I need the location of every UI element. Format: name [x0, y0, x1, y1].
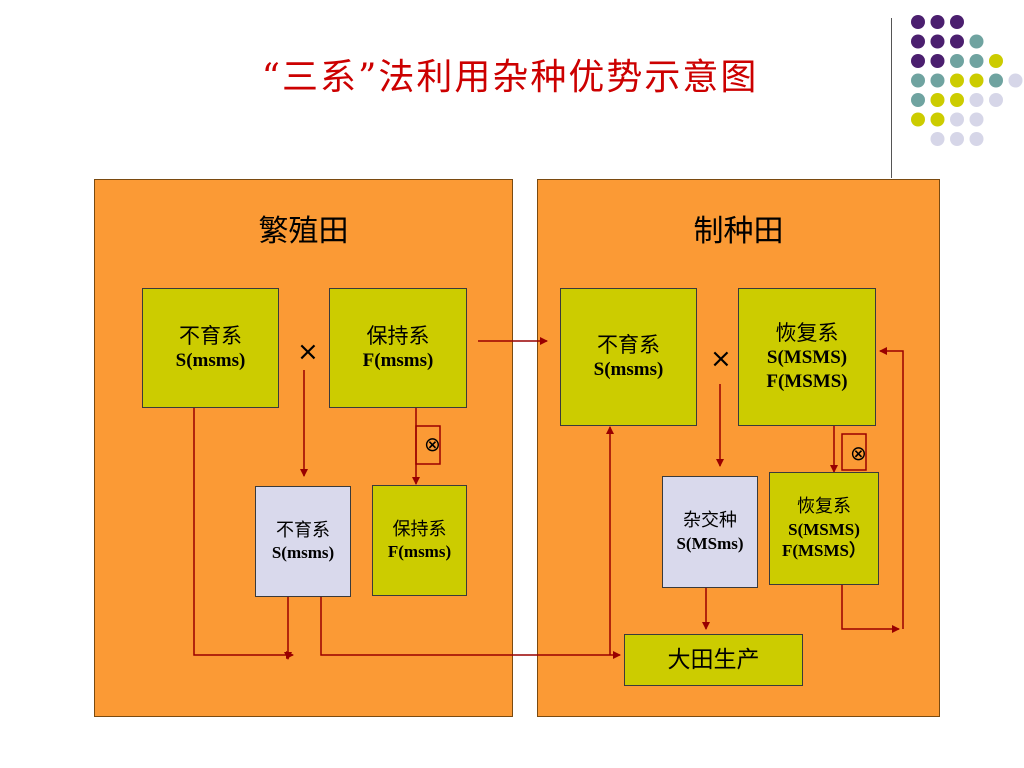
seed-hybrid-box: 杂交种 S(MSms) — [662, 476, 758, 588]
breeding-maintainer-parent-box: 保持系 F(msms) — [329, 288, 467, 408]
seed-field-panel: 制种田 — [537, 179, 940, 717]
box-genotype: S(msms) — [175, 350, 246, 372]
cross-symbol-breeding: × — [297, 337, 319, 367]
selfing-box-breeding — [415, 425, 441, 465]
box-name: 杂交种 — [683, 510, 737, 532]
page-title: “三系”法利用杂种优势示意图 — [261, 57, 759, 98]
box-genotype-2: F(MSMS) — [766, 371, 848, 393]
arrow-to-production — [320, 597, 621, 659]
breeding-maintainer-offspring-box: 保持系 F(msms) — [372, 485, 467, 596]
seed-field-title: 制种田 — [693, 214, 784, 249]
breeding-sterile-parent-box: 不育系 S(msms) — [142, 288, 279, 408]
selfing-symbol-breeding: ⊗ — [424, 432, 441, 456]
box-name: 不育系 — [179, 324, 242, 348]
seed-restorer-offspring-box: 恢复系 S(MSMS) F(MSMS） — [769, 472, 879, 585]
decorative-divider — [891, 18, 892, 178]
breeding-field-title: 繁殖田 — [258, 214, 349, 249]
box-genotype-1: S(MSMS) — [766, 347, 848, 369]
box-name: 恢复系 — [775, 321, 839, 346]
seed-sterile-parent-box: 不育系 S(msms) — [560, 288, 697, 426]
seed-restorer-parent-box: 恢复系 S(MSMS) F(MSMS) — [738, 288, 876, 426]
box-genotype-1: S(MSMS) — [788, 519, 860, 539]
box-genotype: F(msms) — [387, 542, 452, 562]
selfing-box-seed — [841, 433, 867, 471]
selfing-symbol-seed: ⊗ — [850, 441, 867, 465]
box-genotype: S(msms) — [271, 543, 335, 563]
arrow-sterile-parent-to-bottom — [193, 408, 294, 659]
box-genotype: F(msms) — [362, 350, 434, 372]
production-label: 大田生产 — [667, 646, 760, 673]
box-genotype: S(msms) — [593, 359, 664, 381]
arrow-loop-back-to-restorer — [879, 347, 904, 629]
breeding-sterile-offspring-box: 不育系 S(msms) — [255, 486, 351, 597]
box-genotype: S(MSms) — [676, 533, 744, 553]
field-production-box: 大田生产 — [624, 634, 803, 686]
box-name: 不育系 — [597, 333, 660, 357]
box-name: 保持系 — [392, 518, 447, 540]
cross-symbol-seed: × — [710, 344, 732, 374]
arrow-restorer-offspring-loop — [841, 585, 900, 633]
box-genotype-2: F(MSMS） — [781, 540, 867, 560]
box-name: 恢复系 — [797, 496, 851, 517]
box-name: 保持系 — [366, 324, 430, 348]
box-name: 不育系 — [276, 519, 330, 541]
decorative-dots-icon — [911, 15, 1023, 146]
